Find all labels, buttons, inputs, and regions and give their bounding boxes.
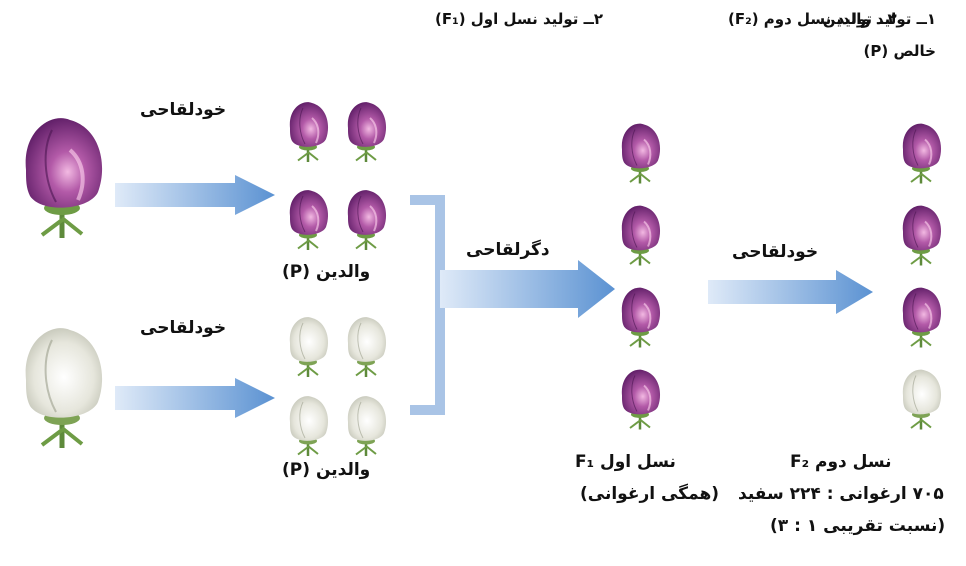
f2-label: نسل دوم F₂ bbox=[790, 452, 892, 472]
f2-purple-flower bbox=[896, 200, 946, 268]
f1-purple-flower bbox=[615, 200, 665, 268]
cross-pollination-label: دگرلقاحی bbox=[466, 240, 550, 260]
white-parent-flower bbox=[283, 313, 333, 378]
f2-ratio: (نسبت تقریبی ۱ : ۳) bbox=[770, 516, 946, 536]
arrow-self-3 bbox=[708, 270, 873, 314]
purple-parent-flower bbox=[283, 186, 333, 251]
f1-sublabel: (همگی ارغوانی) bbox=[580, 484, 720, 504]
white-parent-flower bbox=[341, 392, 391, 457]
f1-purple-flower bbox=[615, 118, 665, 186]
white-parent-flower bbox=[283, 392, 333, 457]
f2-white-flower bbox=[896, 364, 946, 432]
f1-purple-flower bbox=[615, 364, 665, 432]
step1-header-line2: خالص (P) bbox=[863, 42, 936, 60]
f1-purple-flower bbox=[615, 282, 665, 350]
arrow-self-2 bbox=[115, 378, 275, 418]
white-parents-label: والدین (P) bbox=[282, 460, 371, 480]
cross-bracket-arrow bbox=[410, 195, 615, 415]
large-white-flower bbox=[12, 320, 112, 450]
purple-parent-flower bbox=[283, 98, 333, 163]
self-pollination-label-2: خودلقاحی bbox=[140, 318, 227, 338]
purple-parent-flower bbox=[341, 98, 391, 163]
large-purple-flower bbox=[12, 110, 112, 240]
self-pollination-label-1: خودلقاحی bbox=[140, 100, 227, 120]
arrow-self-1 bbox=[115, 175, 275, 215]
purple-parents-label: والدین (P) bbox=[282, 262, 371, 282]
f2-purple-flower bbox=[896, 282, 946, 350]
f1-label: نسل اول F₁ bbox=[575, 452, 676, 472]
step2-header: ۲ــ تولید نسل اول (F₁) bbox=[435, 10, 604, 28]
purple-parent-flower bbox=[341, 186, 391, 251]
step3-header: ۳ــ تولید نسل دوم (F₂) bbox=[728, 10, 897, 28]
f2-purple-flower bbox=[896, 118, 946, 186]
white-parent-flower bbox=[341, 313, 391, 378]
f2-counts: ۷۰۵ ارغوانی : ۲۲۴ سفید bbox=[738, 484, 944, 504]
step1-header: ۱ــ تولید والدین bbox=[822, 10, 936, 28]
self-pollination-label-3: خودلقاحی bbox=[732, 242, 819, 262]
